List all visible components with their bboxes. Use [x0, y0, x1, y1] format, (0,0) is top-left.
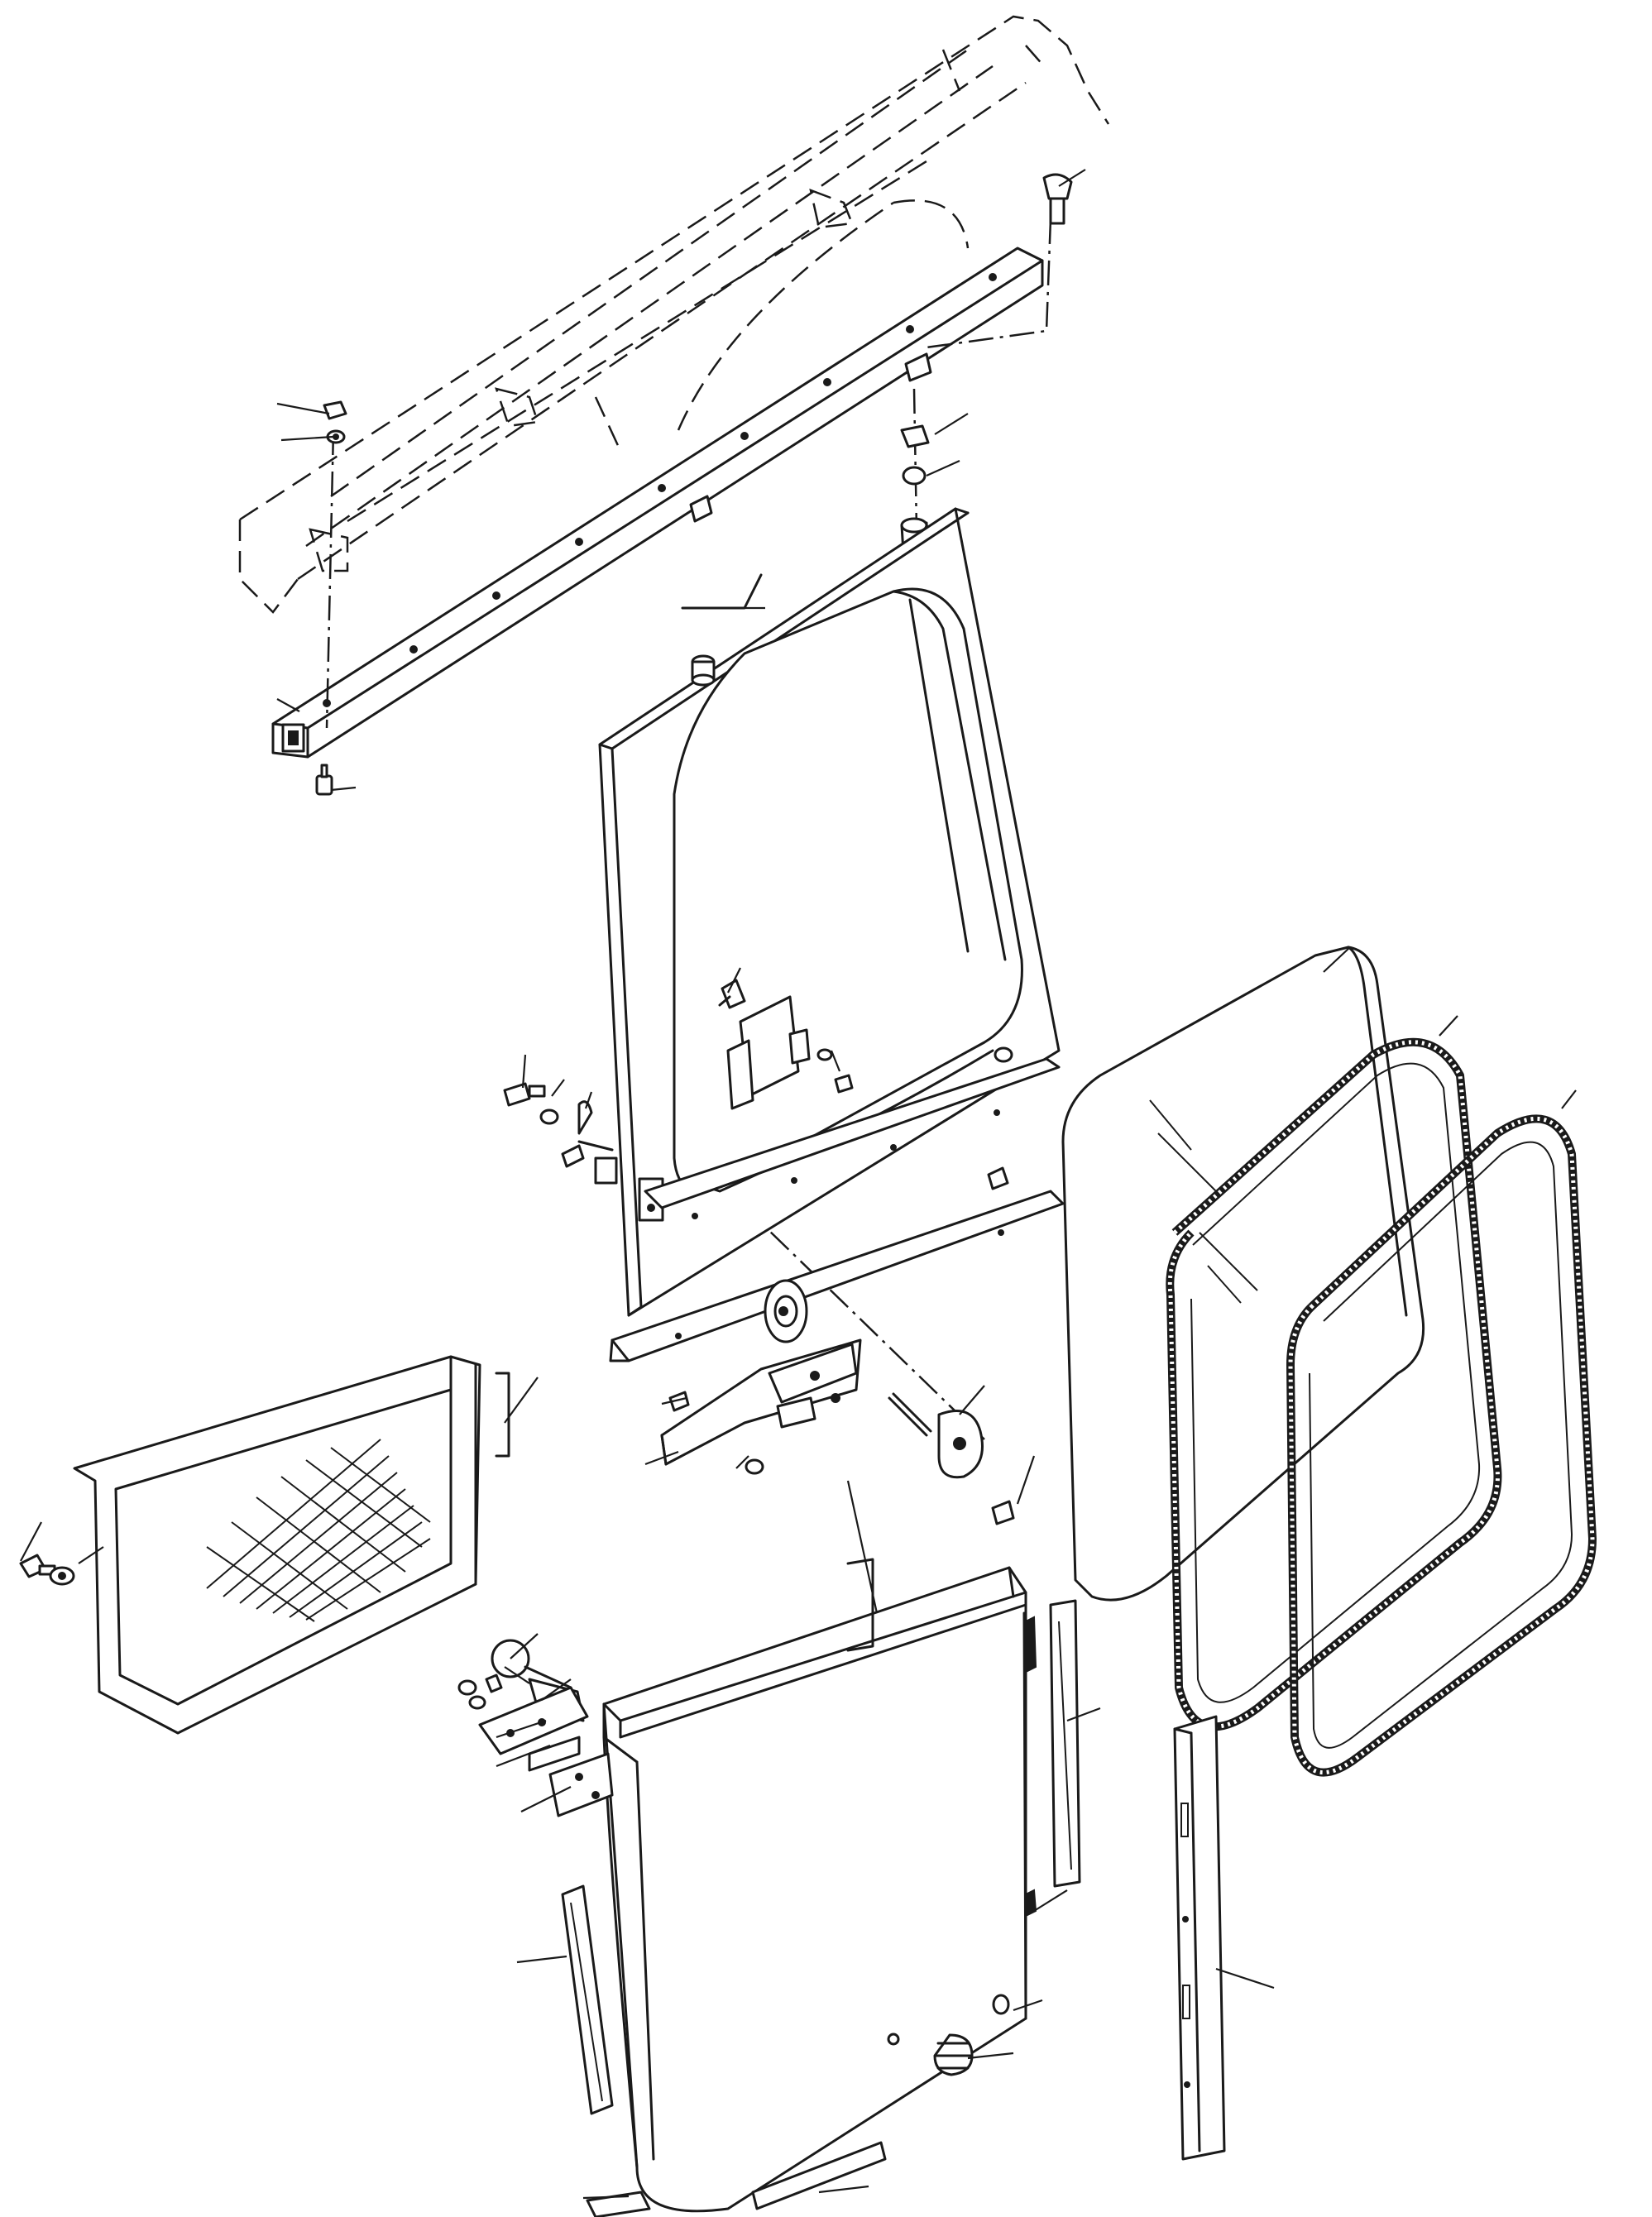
leader-glass — [1323, 946, 1351, 973]
leader-lock-block — [520, 1786, 572, 1812]
leader-mesh-bolt — [20, 1521, 42, 1562]
leader-lock-spacer — [496, 1744, 551, 1768]
leader-slide-rail — [644, 1450, 679, 1466]
leader-rail-end — [276, 698, 300, 712]
side-strips — [561, 1599, 1081, 2217]
leader-lower-door-bracket — [846, 1480, 879, 1614]
lower-lock-assembly — [457, 1639, 614, 1817]
sliding-rails — [609, 1057, 1065, 1362]
leader-hinge-bolt — [521, 1054, 527, 1089]
lower-door-panel — [602, 1566, 1037, 2213]
door-frame — [598, 507, 1061, 1317]
leader-pin-top — [1058, 169, 1086, 187]
leader-latch-nut — [830, 1050, 841, 1072]
leader-lock-washer — [504, 1666, 530, 1684]
leader-slide-bolt — [661, 1396, 687, 1405]
leader-rubber-bumper — [967, 2052, 1014, 2060]
upper-mounting-rail — [271, 247, 1044, 759]
leader-seal-inner — [1561, 1089, 1577, 1109]
leader-door-stopper — [1013, 1999, 1043, 2012]
side-cover — [1173, 1715, 1226, 2161]
mesh-pattern — [206, 1439, 431, 1622]
leader-bottom-strip — [818, 2185, 869, 2194]
leader-nut-right — [934, 413, 969, 435]
leader-knob — [510, 1633, 539, 1659]
window-seals — [1166, 1037, 1597, 1777]
leader-hinge-pin — [584, 1091, 593, 1109]
leader-slide-screw — [735, 1455, 749, 1469]
hinge-hardware — [503, 1082, 618, 1185]
leader-side-strip — [1066, 1707, 1101, 1722]
leader-side-cover — [1215, 1967, 1275, 1990]
leader-latch-bolt — [727, 967, 741, 994]
leader-handle — [959, 1385, 985, 1415]
leader-mesh-washer — [78, 1546, 104, 1564]
leader-handle-screw — [1016, 1455, 1036, 1505]
leader-upper-washer-left — [280, 435, 334, 442]
leader-hinge-washer — [551, 1079, 565, 1097]
leader-rail-bolt — [330, 786, 357, 792]
cab-roof-phantom — [238, 15, 1110, 614]
mesh-fasteners — [19, 1554, 75, 1586]
mesh-screen — [73, 1355, 510, 1735]
leader-seal-outer — [1439, 1015, 1458, 1037]
frame-latch — [718, 979, 854, 1110]
leader-side-strip-lower — [1033, 1889, 1068, 1912]
leader-mesh-bracket — [504, 1377, 539, 1424]
window-glass — [1061, 946, 1425, 1602]
leader-upper-nut-left — [276, 402, 330, 415]
leader-washer-right — [926, 459, 960, 477]
leader-lock-plate — [496, 1719, 547, 1739]
slide-lock-assembly — [660, 1338, 1015, 1525]
leader-bottom-felt — [582, 2195, 630, 2200]
callout-leaders — [20, 169, 1577, 2200]
leader-felt-left — [516, 1955, 567, 1964]
leader-lock-bolt — [541, 1678, 572, 1701]
